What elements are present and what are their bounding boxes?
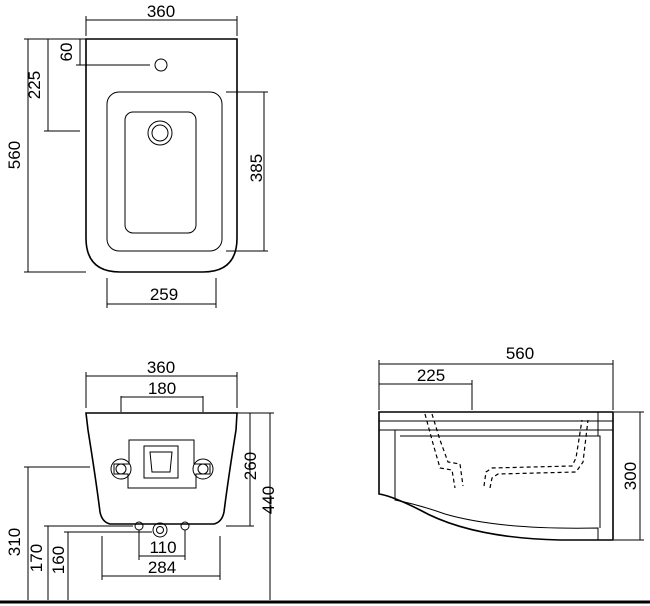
hidden-inlet-pipe-2 <box>431 413 464 487</box>
side-view: 560 225 300 <box>378 344 644 541</box>
dim-outlet-height: 160 <box>49 546 68 574</box>
dim-front-height: 440 <box>259 486 278 514</box>
dim-bowl-width: 259 <box>150 285 178 304</box>
hidden-inlet-pipe <box>424 413 456 489</box>
dim-fixing-height: 260 <box>241 452 260 480</box>
dim-side-inlet-offset: 225 <box>417 366 445 385</box>
dim-fixing-span: 180 <box>148 379 176 398</box>
dim-outlet-span: 284 <box>148 558 176 577</box>
dim-top-width: 360 <box>147 2 175 21</box>
side-view-bowl-inner <box>400 435 601 528</box>
fixing-bracket-inner <box>143 445 179 479</box>
outlet-center-inner <box>156 526 164 534</box>
dim-side-height: 300 <box>621 462 640 490</box>
fixing-bolt-left-inner <box>115 463 127 475</box>
dim-front-width: 360 <box>147 358 175 377</box>
top-view-outline <box>85 38 238 273</box>
dim-bowl-offset: 225 <box>25 71 44 99</box>
drain-outer <box>147 120 173 146</box>
dim-inlet-height: 170 <box>27 544 46 572</box>
side-view-bowl <box>394 430 599 540</box>
tap-hole <box>154 58 168 72</box>
bowl-inner <box>124 111 197 234</box>
fixing-bolt-right-inner <box>197 463 209 475</box>
drain-inner <box>151 124 169 142</box>
bowl-outline <box>106 91 223 252</box>
dim-side-depth: 560 <box>506 344 534 363</box>
dim-fixing-low: 310 <box>5 528 24 556</box>
fixing-bolt-left <box>110 458 132 480</box>
dim-hole-offset: 60 <box>57 43 76 62</box>
dim-top-depth: 560 <box>5 141 24 169</box>
top-view: 360 60 225 560 385 259 <box>5 2 268 308</box>
outlet-center <box>152 522 168 538</box>
dim-bowl-length: 385 <box>247 154 266 182</box>
hidden-drain-pipe-2 <box>489 419 589 489</box>
dim-inlet-span: 110 <box>149 538 176 557</box>
fixing-bracket-detail <box>149 451 173 473</box>
front-view: 360 180 260 440 310 170 160 110 <box>5 358 278 600</box>
front-view-outline <box>85 412 238 525</box>
fixing-bolt-right <box>192 458 214 480</box>
